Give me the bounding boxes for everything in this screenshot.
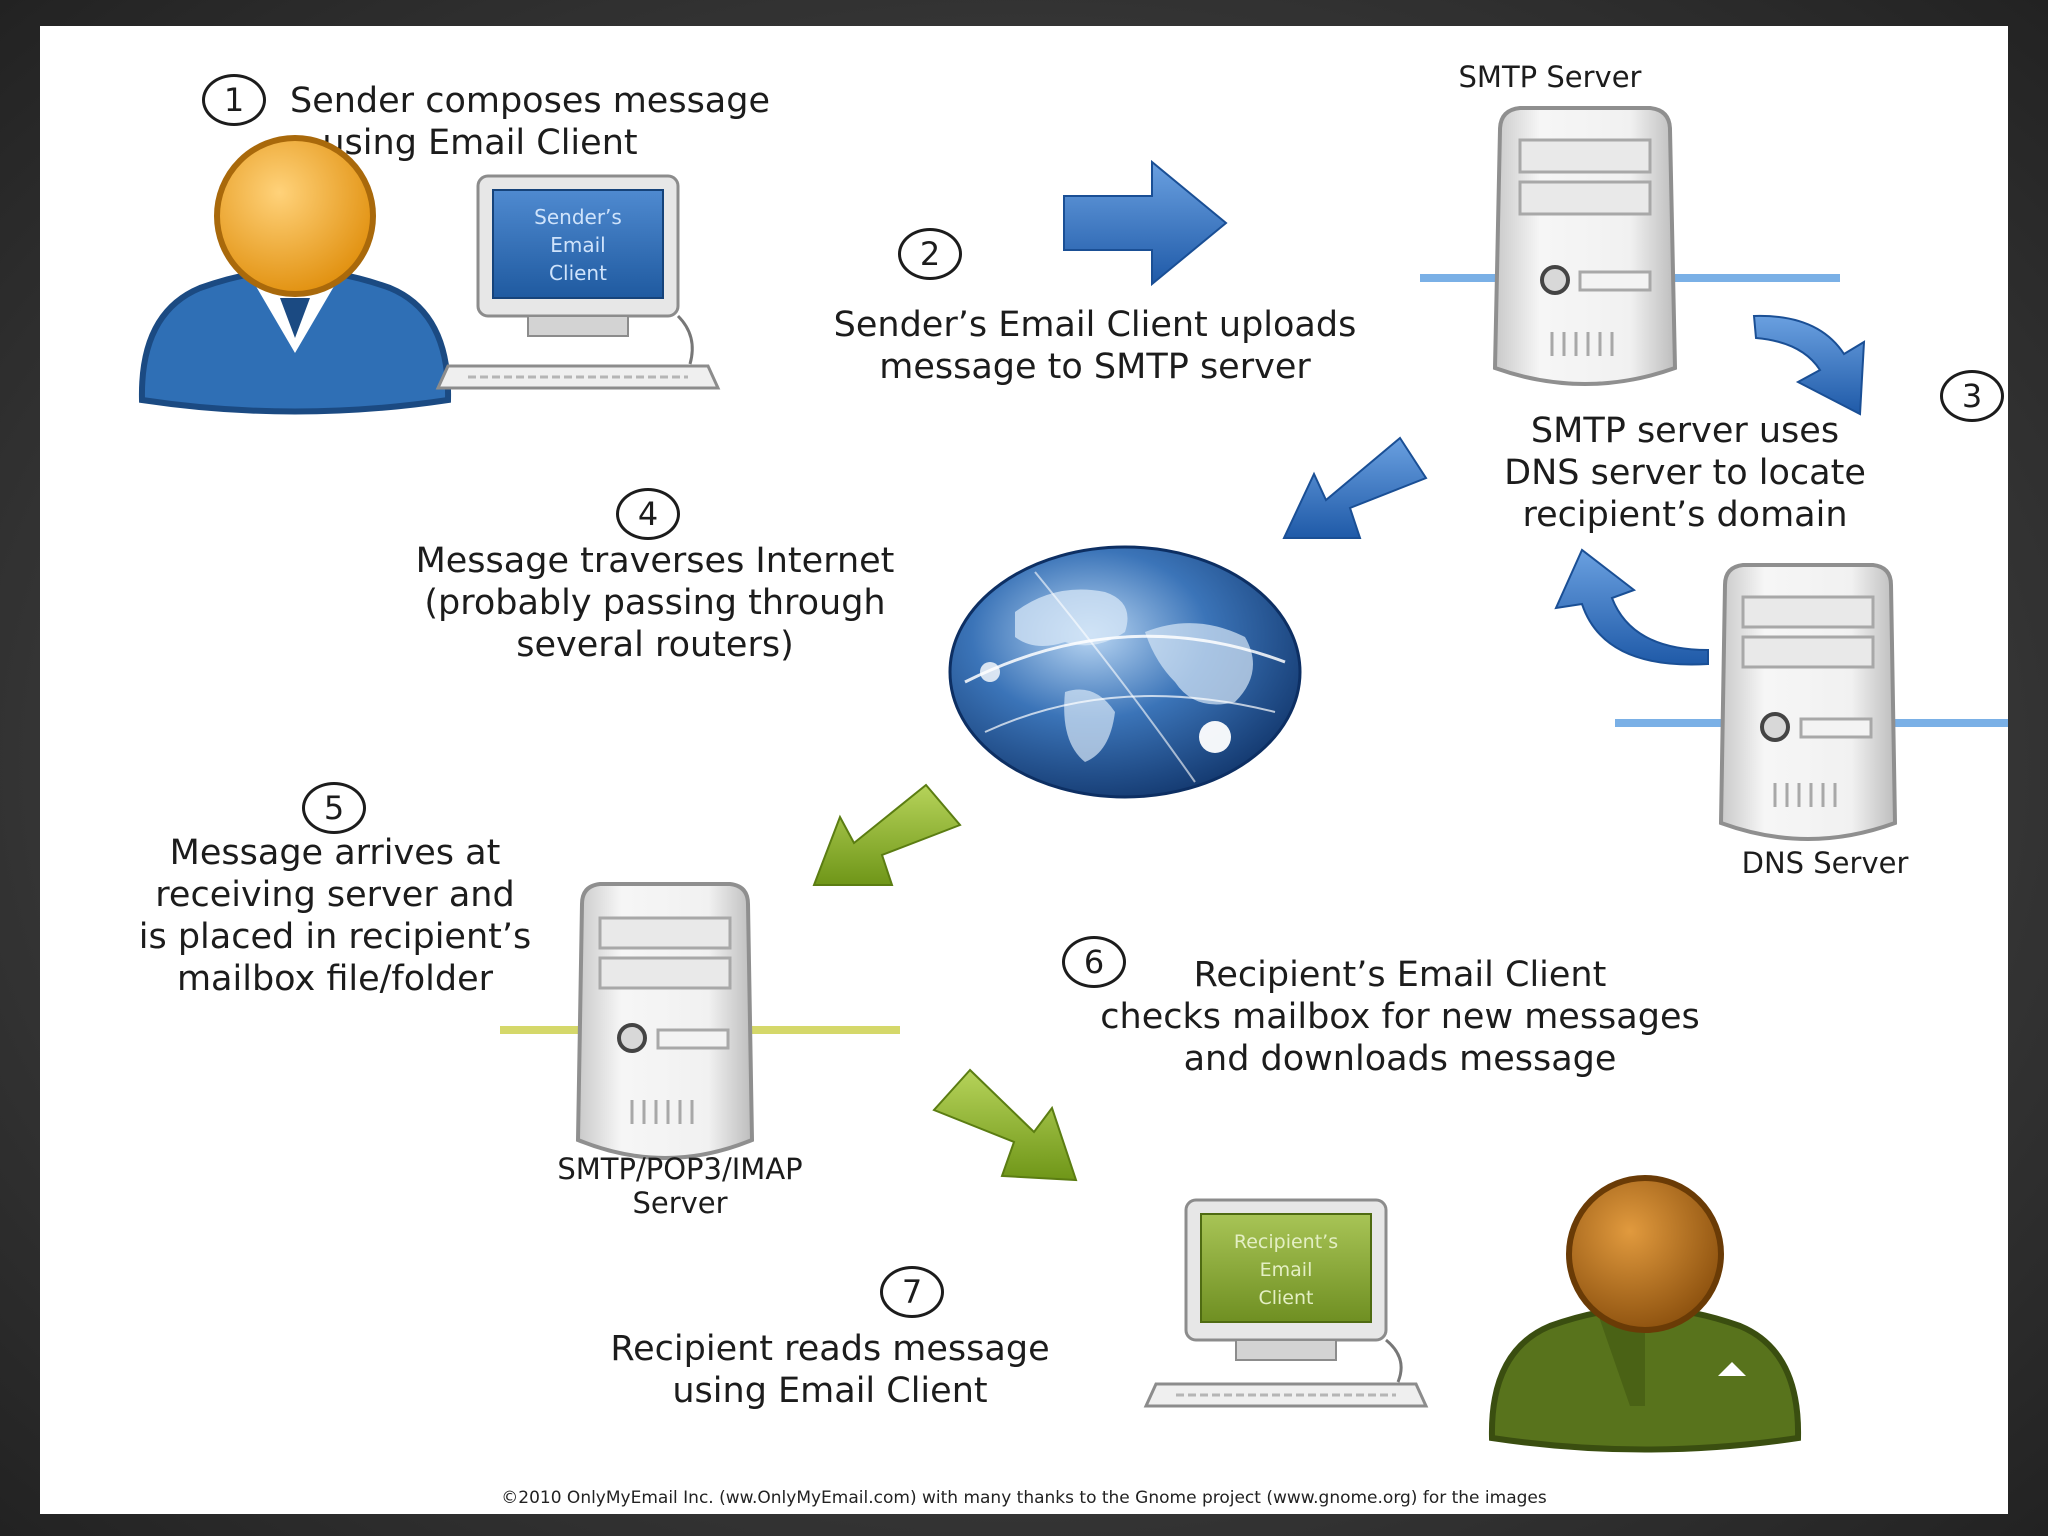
- smtp-server-icon: [1420, 106, 1840, 387]
- sender-computer-icon: Sender’s Email Client: [435, 174, 721, 390]
- receiving-server-label: SMTP/POP3/IMAP Server: [557, 1152, 803, 1220]
- step-2-number: 2: [898, 228, 962, 280]
- recipient-person-icon: [1488, 1175, 1802, 1453]
- arrow-icon: [1554, 548, 1709, 666]
- step-2-text: Sender’s Email Client uploads message to…: [833, 305, 1357, 387]
- step-5-number: 5: [302, 782, 366, 834]
- arrow-icon: [812, 783, 962, 886]
- dns-server-icon: [1615, 563, 2008, 842]
- recipient-screen-line3: Client: [1258, 1287, 1313, 1309]
- step-6-text: Recipient’s Email Client checks mailbox …: [1100, 955, 1700, 1079]
- arrow-icon: [1282, 436, 1428, 539]
- sender-screen-line1: Sender’s: [534, 205, 622, 229]
- recipient-screen-line1: Recipient’s: [1234, 1231, 1338, 1253]
- step-7-text: Recipient reads message using Email Clie…: [610, 1329, 1050, 1411]
- step-6-number: 6: [1062, 936, 1126, 988]
- receiving-server-icon: [500, 882, 900, 1161]
- step-4-text: Message traverses Internet (probably pas…: [415, 541, 895, 665]
- recipient-computer-icon: Recipient’s Email Client: [1143, 1198, 1429, 1408]
- step-1-number: 1: [202, 74, 266, 126]
- globe-icon: [948, 545, 1302, 799]
- recipient-screen-line2: Email: [1260, 1259, 1313, 1281]
- sender-person-icon: [138, 135, 452, 415]
- smtp-server-label: SMTP Server: [1458, 60, 1642, 94]
- step-3-text: SMTP server uses DNS server to locate re…: [1504, 411, 1866, 535]
- arrow-icon: [1063, 159, 1228, 287]
- step-3-number: 3: [1940, 370, 2004, 422]
- step-7-number: 7: [880, 1266, 944, 1318]
- diagram-slide: 1 Sender composes message using Email Cl…: [40, 26, 2008, 1514]
- dns-server-label: DNS Server: [1741, 846, 1909, 880]
- arrow-icon: [1752, 314, 1866, 416]
- arrow-icon: [932, 1068, 1078, 1182]
- footer-credit: ©2010 OnlyMyEmail Inc. (ww.OnlyMyEmail.c…: [501, 1488, 1547, 1508]
- sender-screen-line3: Client: [549, 261, 607, 285]
- step-4-number: 4: [616, 488, 680, 540]
- sender-screen-line2: Email: [550, 233, 606, 257]
- step-5-text: Message arrives at receiving server and …: [138, 833, 532, 999]
- step-1-text: Sender composes message using Email Clie…: [290, 81, 771, 163]
